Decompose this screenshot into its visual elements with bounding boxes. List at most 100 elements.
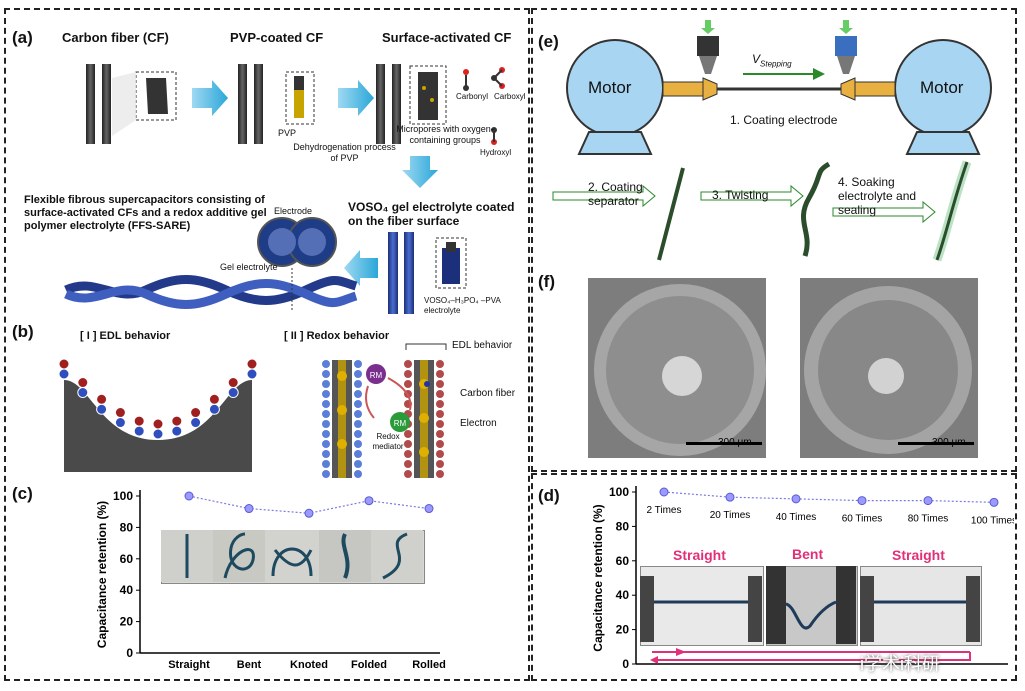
- chart-d-photo-1: [640, 566, 764, 646]
- stage-cf-title: Carbon fiber (CF): [62, 30, 169, 45]
- panel-e-illustration: [552, 20, 992, 262]
- vstepping-label: VStepping: [752, 52, 792, 69]
- x-category-label: 40 Times: [776, 512, 817, 523]
- edl-right-label: EDL behavior: [452, 340, 513, 351]
- redox-mediator-label: Redox mediator: [372, 432, 404, 451]
- x-category-label: Bent: [237, 659, 262, 671]
- data-point: [364, 496, 374, 506]
- stage-sa-title: Surface-activated CF: [382, 30, 512, 45]
- chart-c-photo-fibers: [161, 530, 423, 582]
- sem-image-2: [800, 278, 978, 458]
- flow-arrow-2: [338, 80, 374, 116]
- panel-a-illustration: [64, 64, 505, 314]
- carboxyl-label: Carboxyl: [494, 92, 526, 101]
- sem-image-1: [588, 278, 766, 458]
- edl-electrode: [64, 380, 252, 472]
- electrode-label: Electrode: [274, 206, 313, 216]
- y-tick-label: 80: [120, 520, 134, 534]
- x-category-label: Folded: [351, 659, 387, 671]
- panel-left-frame: [4, 8, 530, 681]
- svg-text:RM: RM: [370, 371, 383, 380]
- panel-ef-frame: [531, 8, 1017, 472]
- panel-f-label: (f): [538, 272, 555, 291]
- scale-bar-1: 300 μm: [718, 437, 752, 448]
- chart-d-photo-3: [860, 566, 982, 646]
- electron-label: Electron: [460, 418, 497, 429]
- y-axis-label: Capacitance retention (%): [95, 501, 109, 648]
- data-point: [725, 492, 735, 502]
- x-category-label: 100 Times: [971, 515, 1014, 526]
- x-category-label: Rolled: [412, 659, 446, 671]
- dehydro-note: Dehydrogenation process of PVP: [293, 142, 396, 163]
- data-point: [424, 504, 434, 514]
- ffs-title: Flexible fibrous supercapacitors consist…: [24, 194, 267, 232]
- x-category-label: 80 Times: [908, 514, 949, 525]
- carbon-fiber-label: Carbon fiber: [460, 388, 516, 399]
- rm-ball-1: [366, 364, 386, 384]
- carbonyl-label: Carbonyl: [456, 92, 489, 101]
- cf-fiber-1: [86, 64, 95, 144]
- flow-arrow-down: [402, 156, 438, 188]
- data-point: [304, 508, 314, 518]
- data-point: [857, 496, 867, 506]
- rm-ball-2: [390, 412, 410, 432]
- step1-label: 1. Coating electrode: [730, 113, 838, 127]
- x-category-label: 20 Times: [710, 510, 751, 521]
- motor-right-label: Motor: [920, 78, 964, 97]
- watermark: i学术i科研: [860, 654, 940, 674]
- y-tick-label: 40: [120, 583, 134, 597]
- panel-e-label: (e): [538, 32, 559, 51]
- pvp-note: PVP: [278, 128, 297, 138]
- cycle-arrow: [650, 648, 971, 664]
- step2-label: 2. Coating separator: [588, 180, 643, 208]
- chart-d-photo-content: [640, 566, 980, 644]
- data-point: [989, 497, 999, 507]
- panel-b-label: (b): [12, 322, 34, 341]
- y-axis-label: Capacitance retention (%): [591, 504, 605, 651]
- redox-title: [ II ] Redox behavior: [284, 330, 390, 342]
- scale-bar-2: 300 μm: [932, 437, 966, 448]
- series-line: [663, 491, 995, 503]
- flow-arrow-left: [344, 250, 378, 286]
- x-category-label: 2 Times: [646, 505, 681, 516]
- motor-left-label: Motor: [588, 78, 632, 97]
- panel-a-label: (a): [12, 28, 33, 47]
- photo-label-straight-1: Straight: [673, 547, 726, 563]
- y-tick-label: 0: [126, 646, 133, 660]
- y-tick-label: 60: [616, 554, 630, 568]
- y-tick-label: 100: [609, 485, 629, 499]
- data-point: [659, 487, 669, 497]
- data-point: [244, 504, 254, 514]
- y-tick-label: 20: [120, 615, 134, 629]
- x-category-label: Knoted: [290, 659, 328, 671]
- y-tick-label: 40: [616, 588, 630, 602]
- x-category-label: Straight: [168, 659, 210, 671]
- hydroxyl-label: Hydroxyl: [480, 148, 512, 157]
- cf-fiber-2: [102, 64, 111, 144]
- photo-label-bent: Bent: [792, 546, 824, 562]
- y-tick-label: 100: [113, 489, 133, 503]
- micropores-note: Micropores with oxygen-containing groups: [396, 124, 494, 145]
- edl-title: [ I ] EDL behavior: [80, 330, 171, 342]
- data-point: [184, 491, 194, 501]
- y-tick-label: 80: [616, 519, 630, 533]
- panel-c-label-visible: (c): [12, 484, 33, 503]
- gel-label: Gel electrolyte: [220, 262, 278, 272]
- stage-pvp-title: PVP-coated CF: [230, 30, 324, 45]
- y-tick-label: 20: [616, 623, 630, 637]
- photo-label-straight-2: Straight: [892, 547, 945, 563]
- x-category-label: 60 Times: [842, 514, 883, 525]
- y-tick-label: 0: [622, 657, 629, 671]
- panel-b-illustration: RM RM: [58, 343, 447, 478]
- panel-d-frame: [531, 473, 1017, 681]
- data-point: [791, 494, 801, 504]
- data-point: [923, 496, 933, 506]
- flow-arrow-1: [192, 80, 228, 116]
- svg-text:RM: RM: [394, 419, 407, 428]
- step3-label: 3. Twisting: [712, 188, 769, 202]
- voso4-label: VOSO₄–H₃PO₄ –PVA electrolyte: [424, 296, 501, 315]
- y-tick-label: 60: [120, 552, 134, 566]
- voso4-title: VOSO₄ gel electrolyte coated on the fibe…: [348, 200, 515, 228]
